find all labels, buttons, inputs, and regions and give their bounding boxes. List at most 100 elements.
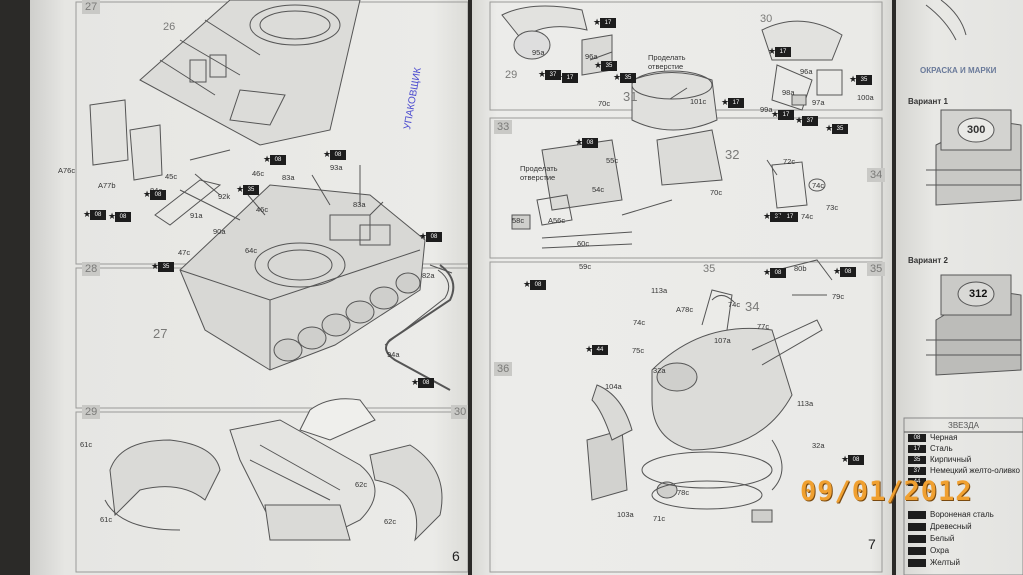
color-callout-star: 08	[419, 231, 442, 242]
color-callout-star: 44	[585, 344, 608, 355]
part-number-label: 32a	[653, 366, 666, 375]
part-number-label: 103a	[617, 510, 634, 519]
instruction-page-6: УПАКОВЩИК 27 28 29 30 26 27 6	[30, 0, 468, 575]
part-number-label: 78c	[677, 488, 690, 497]
color-code-badge	[908, 558, 926, 567]
color-callout-star: 08	[575, 137, 598, 148]
part-number-label: 46c	[252, 169, 265, 178]
part-number-label: 47c	[178, 248, 191, 257]
color-callout-star: 08	[841, 454, 864, 465]
color-code-badge: 44	[908, 477, 926, 486]
color-callout-star: 35	[236, 184, 259, 195]
legend-row: Древесный	[908, 522, 972, 531]
step-28-marker: 28	[82, 262, 101, 276]
color-callout-star: 08	[143, 189, 166, 200]
color-callout-star: 35	[825, 123, 848, 134]
part-number-label: 59c	[579, 262, 592, 271]
part-number-label: 92k	[218, 192, 231, 201]
part-number-label: 79c	[832, 292, 845, 301]
step-34-label: 34	[745, 299, 760, 314]
legend-row: 37 Немецкий желто-оливко	[908, 466, 1020, 475]
part-number-label: A77b	[98, 181, 116, 190]
color-code-badge: 35	[908, 455, 926, 464]
step-27-top-marker: 27	[82, 0, 101, 14]
part-number-label: 113a	[651, 286, 668, 295]
part-number-label: 73c	[826, 203, 839, 212]
step-30-label: 30	[760, 13, 773, 25]
part-number-label: 96a	[585, 52, 598, 61]
color-name: Кирпичный	[930, 455, 972, 464]
part-number-label: 104a	[605, 382, 622, 391]
step-31-label: 31	[623, 89, 638, 104]
variant-2-label: Вариант 2	[908, 256, 948, 265]
part-number-label: 64c	[245, 246, 258, 255]
step-29-label: 29	[505, 69, 518, 81]
legend-row: 35 Кирпичный	[908, 455, 971, 464]
step-33-marker: 33	[494, 120, 513, 134]
color-callout-star: 35	[849, 74, 872, 85]
legend-row: Белый	[908, 534, 954, 543]
part-number-label: 82a	[422, 271, 435, 280]
part-number-label: A56c	[548, 216, 566, 225]
part-number-label: 95a	[532, 48, 545, 57]
painting-guide-page: ОКРАСКА И МАРКИ Вариант 1 Вариант 2 300 …	[896, 0, 1023, 575]
page-number-7: 7	[868, 536, 876, 552]
part-number-label: 54c	[592, 185, 605, 194]
legend-row: Желтый	[908, 558, 960, 567]
drill-hole-note-1: Проделать отверстие	[648, 53, 686, 71]
part-number-label: 107a	[714, 336, 731, 345]
part-number-label: 61c	[80, 440, 93, 449]
part-number-label: 74c	[728, 300, 741, 309]
color-callout-star: 17	[775, 211, 798, 222]
part-number-label: 98a	[782, 88, 795, 97]
color-code-badge	[908, 510, 926, 519]
part-number-label: 46c	[256, 205, 269, 214]
legend-row: Вороненая сталь	[908, 510, 994, 519]
turret-number-300: 300	[967, 124, 986, 136]
part-number-label: 45c	[165, 172, 178, 181]
color-name: Древесный	[930, 522, 972, 531]
color-callout-star: 08	[763, 267, 786, 278]
variant-1-label: Вариант 1	[908, 97, 948, 106]
color-callout-star: 17	[771, 109, 794, 120]
color-code-badge: 17	[908, 444, 926, 453]
part-number-label: 62c	[384, 517, 397, 526]
color-code-badge	[908, 546, 926, 555]
part-number-label: 71c	[653, 514, 666, 523]
part-number-label: 91a	[190, 211, 203, 220]
step-29-marker: 29	[82, 405, 101, 419]
color-callout-star: 08	[83, 209, 106, 220]
color-name: Сталь	[930, 444, 953, 453]
color-callout-star: 17	[768, 46, 791, 57]
part-number-label: 55c	[606, 156, 619, 165]
camera-date-stamp: 09/01/2012	[800, 476, 973, 507]
color-callout-star: 08	[108, 211, 131, 222]
drill-hole-note-2: Проделать отверстие	[520, 164, 558, 182]
color-callout-star: 17	[555, 72, 578, 83]
color-name: Вороненая сталь	[930, 510, 994, 519]
color-callout-star: 35	[613, 72, 636, 83]
upakovshchik-stamp: УПАКОВЩИК	[402, 67, 424, 131]
part-number-label: 100a	[857, 93, 874, 102]
color-code-badge	[908, 522, 926, 531]
color-callout-star: 17	[721, 97, 744, 108]
part-number-label: 97a	[812, 98, 825, 107]
part-number-label: 99a	[760, 105, 773, 114]
part-number-label: 90a	[213, 227, 226, 236]
part-number-label: 70c	[598, 99, 611, 108]
color-code-badge	[908, 534, 926, 543]
part-number-label: 77c	[757, 322, 770, 331]
color-callout-star: 37	[538, 69, 561, 80]
step-35-label: 35	[703, 263, 716, 275]
part-number-label: 93a	[330, 163, 343, 172]
color-name: Немецкий желто-оливко	[930, 466, 1021, 475]
color-code-badge: 37	[908, 466, 926, 475]
instruction-page-7: 33 36 34 35 29 30 31 32 34 35 Проделать …	[472, 0, 892, 575]
color-code-badge: 08	[908, 433, 926, 442]
step-34-right-marker: 34	[867, 168, 886, 182]
color-name: Белый	[930, 534, 955, 543]
part-number-label: 32a	[812, 441, 825, 450]
part-number-label: 80b	[794, 264, 807, 273]
color-callout-star: 08	[323, 149, 346, 160]
